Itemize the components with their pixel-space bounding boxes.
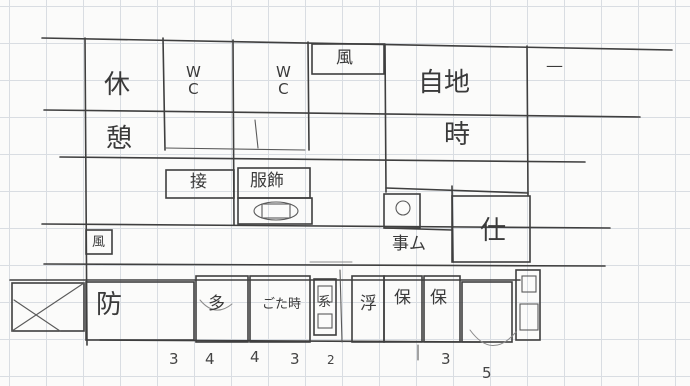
measurement-3: 4 bbox=[250, 348, 260, 366]
warehouse-label: 仕 bbox=[480, 216, 507, 246]
stall-5-label: 保 bbox=[394, 288, 411, 308]
measurement-1: 3 bbox=[169, 350, 179, 368]
wc-right-c: C bbox=[278, 80, 289, 99]
measurement-6: 3 bbox=[441, 350, 451, 368]
measurement-4: 3 bbox=[290, 350, 300, 368]
left-mid-label: 接 bbox=[190, 172, 207, 192]
stall-6-label: 保 bbox=[430, 288, 447, 308]
room-rest-label-1: 休 bbox=[104, 70, 131, 100]
room-rest-label-2: 憩 bbox=[106, 124, 133, 154]
wc-left-w: W bbox=[186, 63, 201, 81]
small-box-label: 風 bbox=[92, 235, 106, 250]
office-label: 事ム bbox=[392, 234, 426, 254]
wc-right-label: W C bbox=[276, 63, 291, 99]
measurement-7: 5 bbox=[482, 364, 492, 382]
wind-label: 風 bbox=[336, 48, 353, 68]
dash-mark: — bbox=[546, 56, 563, 76]
big-room-label-2: 時 bbox=[444, 120, 471, 150]
stall-4-label: 浮 bbox=[360, 294, 377, 314]
stall-1-label: 多 bbox=[208, 294, 225, 314]
wc-left-c: C bbox=[188, 80, 199, 99]
wc-right-w: W bbox=[276, 63, 291, 81]
big-room-label-1: 自地 bbox=[418, 68, 471, 98]
front-left-label: 防 bbox=[96, 290, 123, 320]
stall-2-label: ごた時 bbox=[262, 297, 302, 312]
measurement-5: 2 bbox=[327, 353, 335, 367]
wc-left-label: W C bbox=[186, 63, 201, 99]
right-mid-label: 服飾 bbox=[250, 171, 284, 191]
measurement-2: 4 bbox=[205, 350, 215, 368]
stall-3-label: 系 bbox=[318, 295, 332, 310]
